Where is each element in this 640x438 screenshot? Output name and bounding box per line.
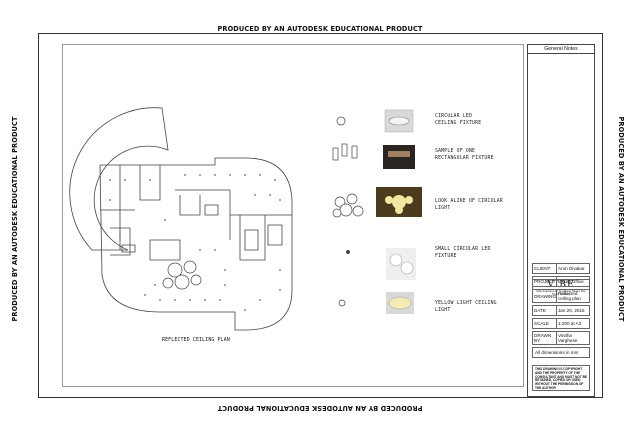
legend-text-rectangular: SAMPLE OF ONE RECTANGULAR FIXTURE (435, 149, 494, 161)
ceiling-fixture-dots (109, 174, 281, 311)
date-label: DATE (533, 306, 557, 315)
title-block: General Notes VIBE Vibe Interiors Ltd. A… (527, 44, 595, 397)
general-notes-heading: General Notes (528, 45, 594, 54)
legend-photos (376, 109, 422, 314)
project-row: PROJECT Media Office (532, 276, 590, 287)
date-row: DATE Jan 20, 2015 (532, 305, 590, 316)
plan-label: REFLECTED CEILING PLAN (162, 338, 230, 343)
scale-row: SCALE 1:200 at A3 (532, 318, 590, 329)
drawn-by-row: DRAWN BY Vinitha Varghese (532, 331, 590, 345)
project-value: Media Office (558, 279, 584, 284)
watermark-top: PRODUCED BY AN AUTODESK EDUCATIONAL PROD… (217, 25, 423, 33)
drawing-label: DRAWING (533, 290, 557, 302)
drawing-frame (62, 44, 524, 387)
sheet-border (38, 33, 603, 398)
client-value: Arun Divakar (558, 266, 585, 271)
date-value: Jan 20, 2015 (558, 308, 585, 313)
drawing-value: Reflected ceiling plan (558, 291, 581, 301)
scale-value: 1:200 at A3 (558, 321, 582, 326)
plan-circular-light-cluster (162, 260, 202, 290)
logo-subtext: Vibe Interiors Ltd. Anywhere Street, Any… (536, 289, 586, 297)
legend-text-yellow-light: YELLOW LIGHT CEILING LIGHT (435, 301, 497, 313)
project-label: PROJECT (534, 277, 557, 286)
client-row: CLIENT Arun Divakar (532, 263, 590, 274)
legend-text-circular-light: LOOK ALIKE OF CIRCULAR LIGHT (435, 199, 503, 211)
floor-plan-outline (69, 107, 293, 331)
legend-text-small-led: SMALL CIRCULAR LED FIXTURE (435, 247, 491, 259)
drawn-by-value: Vinitha Varghese (558, 333, 578, 343)
client-label: CLIENT (533, 264, 557, 273)
legend-symbols (332, 116, 364, 307)
copyright-note: THIS DRAWING IS COPYRIGHT AND THE PROPER… (532, 365, 590, 391)
logo-text: VIBE (547, 280, 575, 290)
drawing-row: DRAWING Reflected ceiling plan (532, 289, 590, 303)
drawn-by-label: DRAWN BY (533, 332, 557, 344)
dimensions-note: All dimensions in mm (532, 347, 590, 358)
scale-label: SCALE (533, 319, 557, 328)
legend-text-circular-led: CIRCULAR LED CEILING FIXTURE (435, 114, 482, 126)
